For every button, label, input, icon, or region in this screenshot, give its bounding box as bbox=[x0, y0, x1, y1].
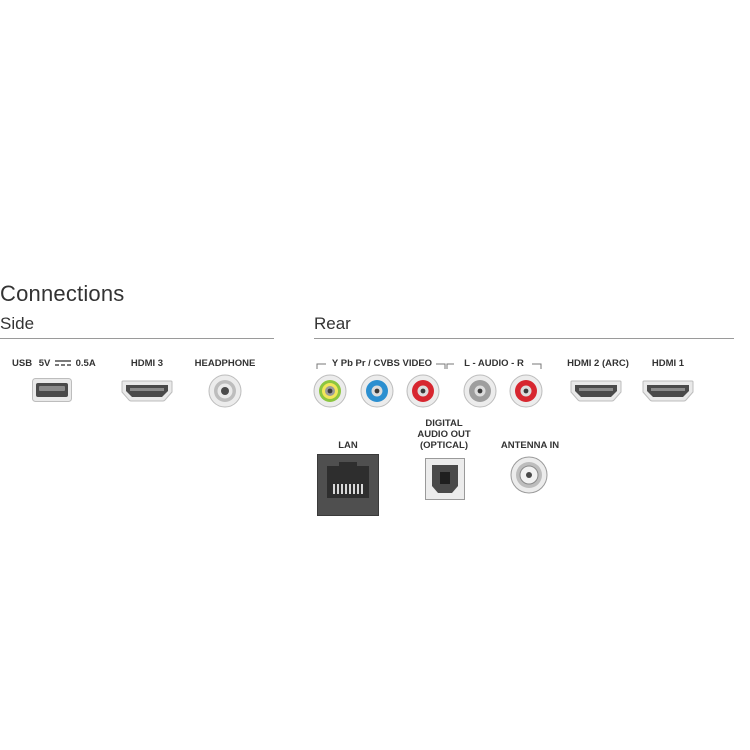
side-section-title: Side bbox=[0, 314, 35, 333]
dc-symbol-icon bbox=[54, 360, 71, 367]
hdmi1-port-icon[interactable] bbox=[642, 380, 694, 402]
lan-port-icon[interactable] bbox=[317, 454, 379, 516]
video-group-label: Y Pb Pr / CVBS VIDEO bbox=[331, 358, 433, 369]
antenna-label: ANTENNA IN bbox=[500, 440, 560, 451]
hdmi2-port-icon[interactable] bbox=[570, 380, 622, 402]
lan-label: LAN bbox=[338, 440, 358, 451]
usb-label: USB 5V 0.5A bbox=[12, 358, 96, 369]
y-video-jack-icon[interactable] bbox=[313, 374, 347, 408]
hdmi3-label: HDMI 3 bbox=[130, 358, 164, 369]
rear-divider bbox=[314, 338, 734, 339]
rear-section-title: Rear bbox=[314, 314, 351, 333]
audio-group-bracket bbox=[446, 363, 542, 369]
headphone-label: HEADPHONE bbox=[194, 358, 256, 369]
pr-video-jack-icon[interactable] bbox=[406, 374, 440, 408]
headphone-jack-icon[interactable] bbox=[208, 374, 242, 408]
pb-video-jack-icon[interactable] bbox=[360, 374, 394, 408]
audio-right-jack-icon[interactable] bbox=[509, 374, 543, 408]
audio-group-label: L - AUDIO - R bbox=[464, 358, 524, 369]
optical-label: DIGITAL AUDIO OUT (OPTICAL) bbox=[417, 418, 471, 451]
usb-port-icon[interactable] bbox=[32, 378, 72, 402]
hdmi1-label: HDMI 1 bbox=[651, 358, 685, 369]
video-group-bracket bbox=[316, 363, 446, 369]
antenna-connector-icon[interactable] bbox=[510, 456, 548, 494]
optical-port-icon[interactable] bbox=[425, 458, 465, 500]
hdmi3-port-icon[interactable] bbox=[121, 380, 173, 402]
audio-left-jack-icon[interactable] bbox=[463, 374, 497, 408]
page-title: Connections bbox=[0, 281, 125, 306]
side-divider bbox=[0, 338, 274, 339]
hdmi2-label: HDMI 2 (ARC) bbox=[567, 358, 629, 369]
